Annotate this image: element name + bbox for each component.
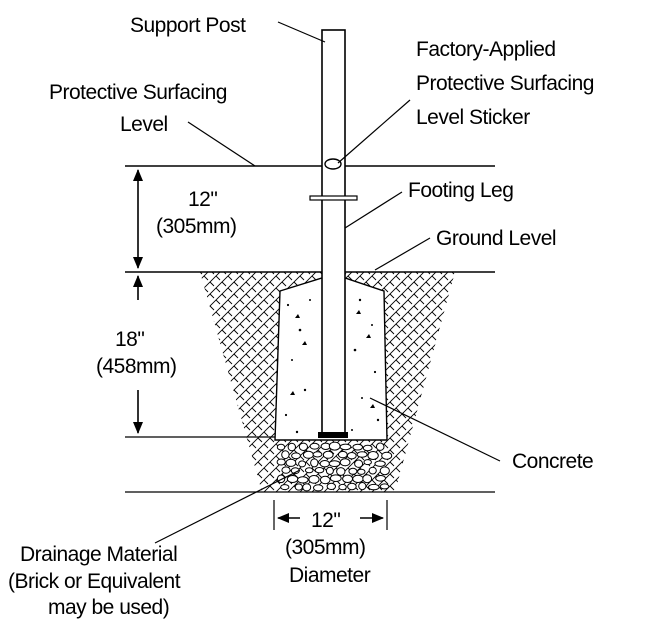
gravel-stone [362,474,373,484]
gravel-stone [356,451,368,458]
upper-dimension-metric: (305mm) [156,215,237,238]
gravel-stone [354,459,364,468]
gravel-stone [368,483,380,491]
gravel-stone [291,452,301,460]
gravel-stone [368,466,377,475]
gravel-stone [325,466,334,475]
gravel-stone [352,474,364,483]
gravel-stone [347,482,357,491]
upper-dimension-value: 12" [188,188,217,211]
ground-level-label: Ground Level [436,227,556,250]
drainage-label-line2: (Brick or Equivalent [8,570,181,593]
gravel-stone [276,458,286,466]
ground-level-leader [374,237,431,271]
gravel-stone [367,451,379,460]
footing-leg-leader [344,191,403,229]
gravel-stone [346,452,357,460]
drainage-label-line3: may be used) [48,596,169,619]
footing-leg-label: Footing Leg [408,179,513,202]
gravel-stone [285,458,297,467]
gravel-stone [302,483,312,492]
concrete-speckles [284,298,380,434]
gravel-stone [310,458,319,468]
drainage-leader [154,469,301,544]
gravel-stone [375,475,387,482]
gravel-stone [308,475,320,484]
gravel-stone [329,474,342,483]
gravel-stone [312,451,323,458]
gravel-stone [363,459,372,466]
diameter-dimension-metric: (305mm) [285,536,366,559]
gravel-stone [339,458,351,467]
concrete-leader [369,397,501,462]
gravel-stone [374,460,386,467]
gravel-stone [342,474,354,483]
gravel-stone [348,467,358,475]
gravel-stone [302,450,314,459]
support-post-leader [277,21,326,43]
concrete-label: Concrete [512,450,593,473]
gravel-stone [379,466,390,476]
gravel-stone [304,467,314,474]
gravel-stone [281,466,291,474]
gravel-stone [352,443,364,451]
surfacing-leader [187,121,256,167]
lower-dimension-metric: (458mm) [96,355,177,378]
gravel-stone [322,450,334,459]
gravel-stone [362,444,373,452]
sticker-label-line1: Factory-Applied [416,38,556,61]
gravel-stone [326,482,336,490]
drainage-gravel [276,441,393,492]
level-sticker [324,158,342,170]
gravel-stone [297,476,309,484]
gravel-stone [375,442,385,451]
gravel-stone [298,442,308,451]
gravel-stone [336,467,346,476]
gravel-stone [314,467,325,474]
surfacing-label-line1: Protective Surfacing [49,81,227,104]
gravel-stone [287,442,296,452]
gravel-stone [298,460,307,468]
gravel-stone [286,475,299,483]
surfacing-label-line2: Level [120,113,168,136]
gravel-stone [379,483,390,490]
gravel-stone [328,441,341,451]
gravel-stone [319,475,331,485]
gravel-stone [280,484,290,491]
gravel-stone [281,450,290,460]
post-base-plate [318,432,348,438]
gravel-stone [381,451,393,460]
diameter-dimension-word: Diameter [289,564,371,587]
support-post-label: Support Post [130,14,246,37]
sticker-leader [337,99,411,164]
gravel-stone [358,482,367,491]
gravel-stone [294,483,303,491]
support-post [321,29,346,436]
sticker-label-line2: Protective Surfacing [416,72,594,95]
gravel-stone [328,460,341,468]
gravel-stone [309,442,320,450]
gravel-stone [337,450,348,459]
gravel-stone [357,468,366,475]
gravel-stone [319,460,330,468]
footing-leg-collar [309,195,358,201]
gravel-stone [339,443,352,451]
gravel-stone [338,483,347,491]
gravel-stone [276,443,286,451]
lower-dimension-value: 18" [115,328,144,351]
sticker-label-line3: Level Sticker [416,106,530,129]
drainage-label-line1: Drainage Material [20,543,177,566]
gravel-stone [313,484,324,492]
diameter-dimension-value: 12" [311,509,340,532]
